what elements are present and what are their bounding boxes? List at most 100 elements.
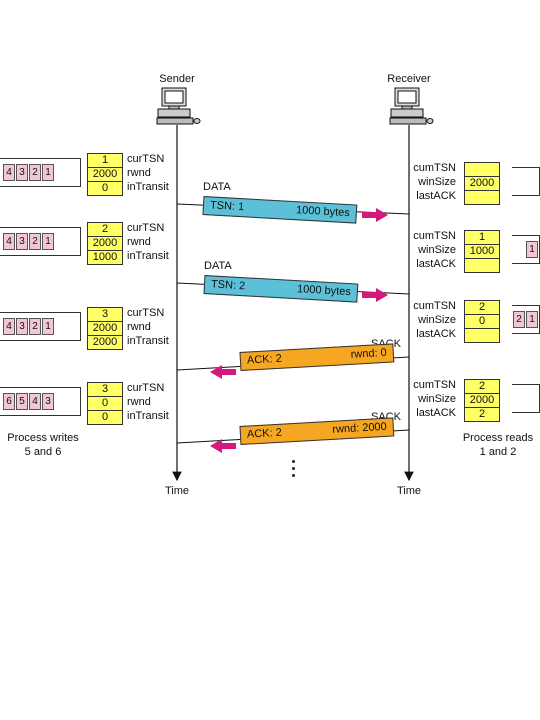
receiver-value bbox=[465, 190, 499, 204]
buffer-chunk: 3 bbox=[16, 164, 28, 181]
sender-field-label: curTSN bbox=[127, 307, 165, 319]
buffer-chunk: 3 bbox=[42, 393, 54, 410]
receiver-field-label: lastACK bbox=[416, 190, 456, 202]
sender-field-label: rwnd bbox=[127, 321, 151, 333]
receiver-field-label: winSize bbox=[418, 314, 456, 326]
receiver-value: 1 bbox=[478, 231, 486, 243]
sender-field-label: curTSN bbox=[127, 382, 165, 394]
buffer-chunk: 3 bbox=[16, 233, 28, 250]
receiver-time-label: Time bbox=[396, 485, 422, 497]
sender-computer-icon bbox=[156, 87, 201, 125]
buffer-chunk: 4 bbox=[3, 318, 15, 335]
buffer-chunk: 2 bbox=[29, 164, 41, 181]
packet-kind-label: DATA bbox=[204, 260, 232, 272]
sender-time-label: Time bbox=[164, 485, 190, 497]
receiver-value bbox=[465, 258, 499, 272]
packet-right-text: 1000 bytes bbox=[295, 204, 351, 220]
sender-value: 2000 bbox=[88, 236, 122, 250]
buffer-chunk: 3 bbox=[16, 318, 28, 335]
direction-arrow bbox=[362, 208, 388, 222]
sender-value: 2 bbox=[101, 223, 109, 235]
packet-right-text: rwnd: 2000 bbox=[332, 420, 388, 436]
buffer-chunk: 5 bbox=[16, 393, 28, 410]
buffer-chunk: 2 bbox=[29, 318, 41, 335]
buffer-chunk: 1 bbox=[526, 241, 538, 258]
sender-value: 1000 bbox=[88, 250, 122, 264]
sender-field-label: curTSN bbox=[127, 153, 165, 165]
packet-left-text: TSN: 1 bbox=[209, 199, 245, 214]
receiver-field-label: winSize bbox=[418, 176, 456, 188]
receiver-value: 1000 bbox=[465, 244, 499, 258]
buffer-chunk: 1 bbox=[42, 164, 54, 181]
buffer-chunk: 2 bbox=[513, 311, 525, 328]
sender-field-label: curTSN bbox=[127, 222, 165, 234]
buffer-chunk: 4 bbox=[29, 393, 41, 410]
buffer-chunk: 1 bbox=[42, 318, 54, 335]
direction-arrow bbox=[210, 365, 236, 379]
receiver-field-label: winSize bbox=[418, 393, 456, 405]
sender-value: 2000 bbox=[88, 335, 122, 349]
sender-field-label: rwnd bbox=[127, 236, 151, 248]
receiver-buffer bbox=[512, 384, 540, 413]
receiver-field-label: cumTSN bbox=[413, 230, 456, 242]
receiver-field-label: cumTSN bbox=[413, 379, 456, 391]
receiver-field-label: winSize bbox=[418, 244, 456, 256]
sender-value: 3 bbox=[101, 308, 109, 320]
receiver-field-label: cumTSN bbox=[413, 162, 456, 174]
receiver-value: 2 bbox=[478, 380, 486, 392]
receiver-value: 2000 bbox=[465, 176, 499, 190]
sender-value: 0 bbox=[88, 410, 122, 424]
receiver-computer-icon bbox=[389, 87, 434, 125]
sender-field-label: inTransit bbox=[127, 181, 169, 193]
receiver-value bbox=[465, 163, 499, 176]
sender-field-label: inTransit bbox=[127, 410, 169, 422]
sender-field-label: inTransit bbox=[127, 250, 169, 262]
sender-value: 1 bbox=[101, 154, 109, 166]
sender-label: Sender bbox=[159, 73, 195, 85]
receiver-process-note: Process reads 1 and 2 bbox=[462, 432, 534, 458]
packet-left-text: TSN: 2 bbox=[210, 278, 246, 293]
packet-right-text: 1000 bytes bbox=[296, 283, 352, 299]
sender-field-label: inTransit bbox=[127, 335, 169, 347]
sender-value: 3 bbox=[101, 383, 109, 395]
buffer-chunk: 4 bbox=[3, 233, 15, 250]
receiver-field-label: lastACK bbox=[416, 328, 456, 340]
receiver-value bbox=[465, 328, 499, 342]
receiver-field-label: lastACK bbox=[416, 407, 456, 419]
sender-process-note: Process writes 5 and 6 bbox=[7, 432, 79, 458]
receiver-value-box: 2000 bbox=[464, 162, 500, 205]
receiver-field-label: cumTSN bbox=[413, 300, 456, 312]
buffer-chunk: 1 bbox=[526, 311, 538, 328]
packet-right-text: rwnd: 0 bbox=[350, 346, 388, 361]
packet-left-text: ACK: 2 bbox=[246, 352, 283, 367]
buffer-chunk: 6 bbox=[3, 393, 15, 410]
packet-kind-label: DATA bbox=[203, 181, 231, 193]
sender-value: 0 bbox=[88, 396, 122, 410]
buffer-chunk: 1 bbox=[42, 233, 54, 250]
buffer-chunk: 4 bbox=[3, 164, 15, 181]
receiver-value: 0 bbox=[465, 314, 499, 328]
receiver-value: 2 bbox=[465, 407, 499, 421]
receiver-field-label: lastACK bbox=[416, 258, 456, 270]
receiver-value: 2000 bbox=[465, 393, 499, 407]
sender-value: 2000 bbox=[88, 321, 122, 335]
receiver-buffer bbox=[512, 167, 540, 196]
sender-field-label: rwnd bbox=[127, 396, 151, 408]
receiver-label: Receiver bbox=[387, 73, 431, 85]
buffer-chunk: 2 bbox=[29, 233, 41, 250]
sender-value: 2000 bbox=[88, 167, 122, 181]
receiver-value: 2 bbox=[478, 301, 486, 313]
direction-arrow bbox=[210, 439, 236, 453]
sender-value: 0 bbox=[88, 181, 122, 195]
